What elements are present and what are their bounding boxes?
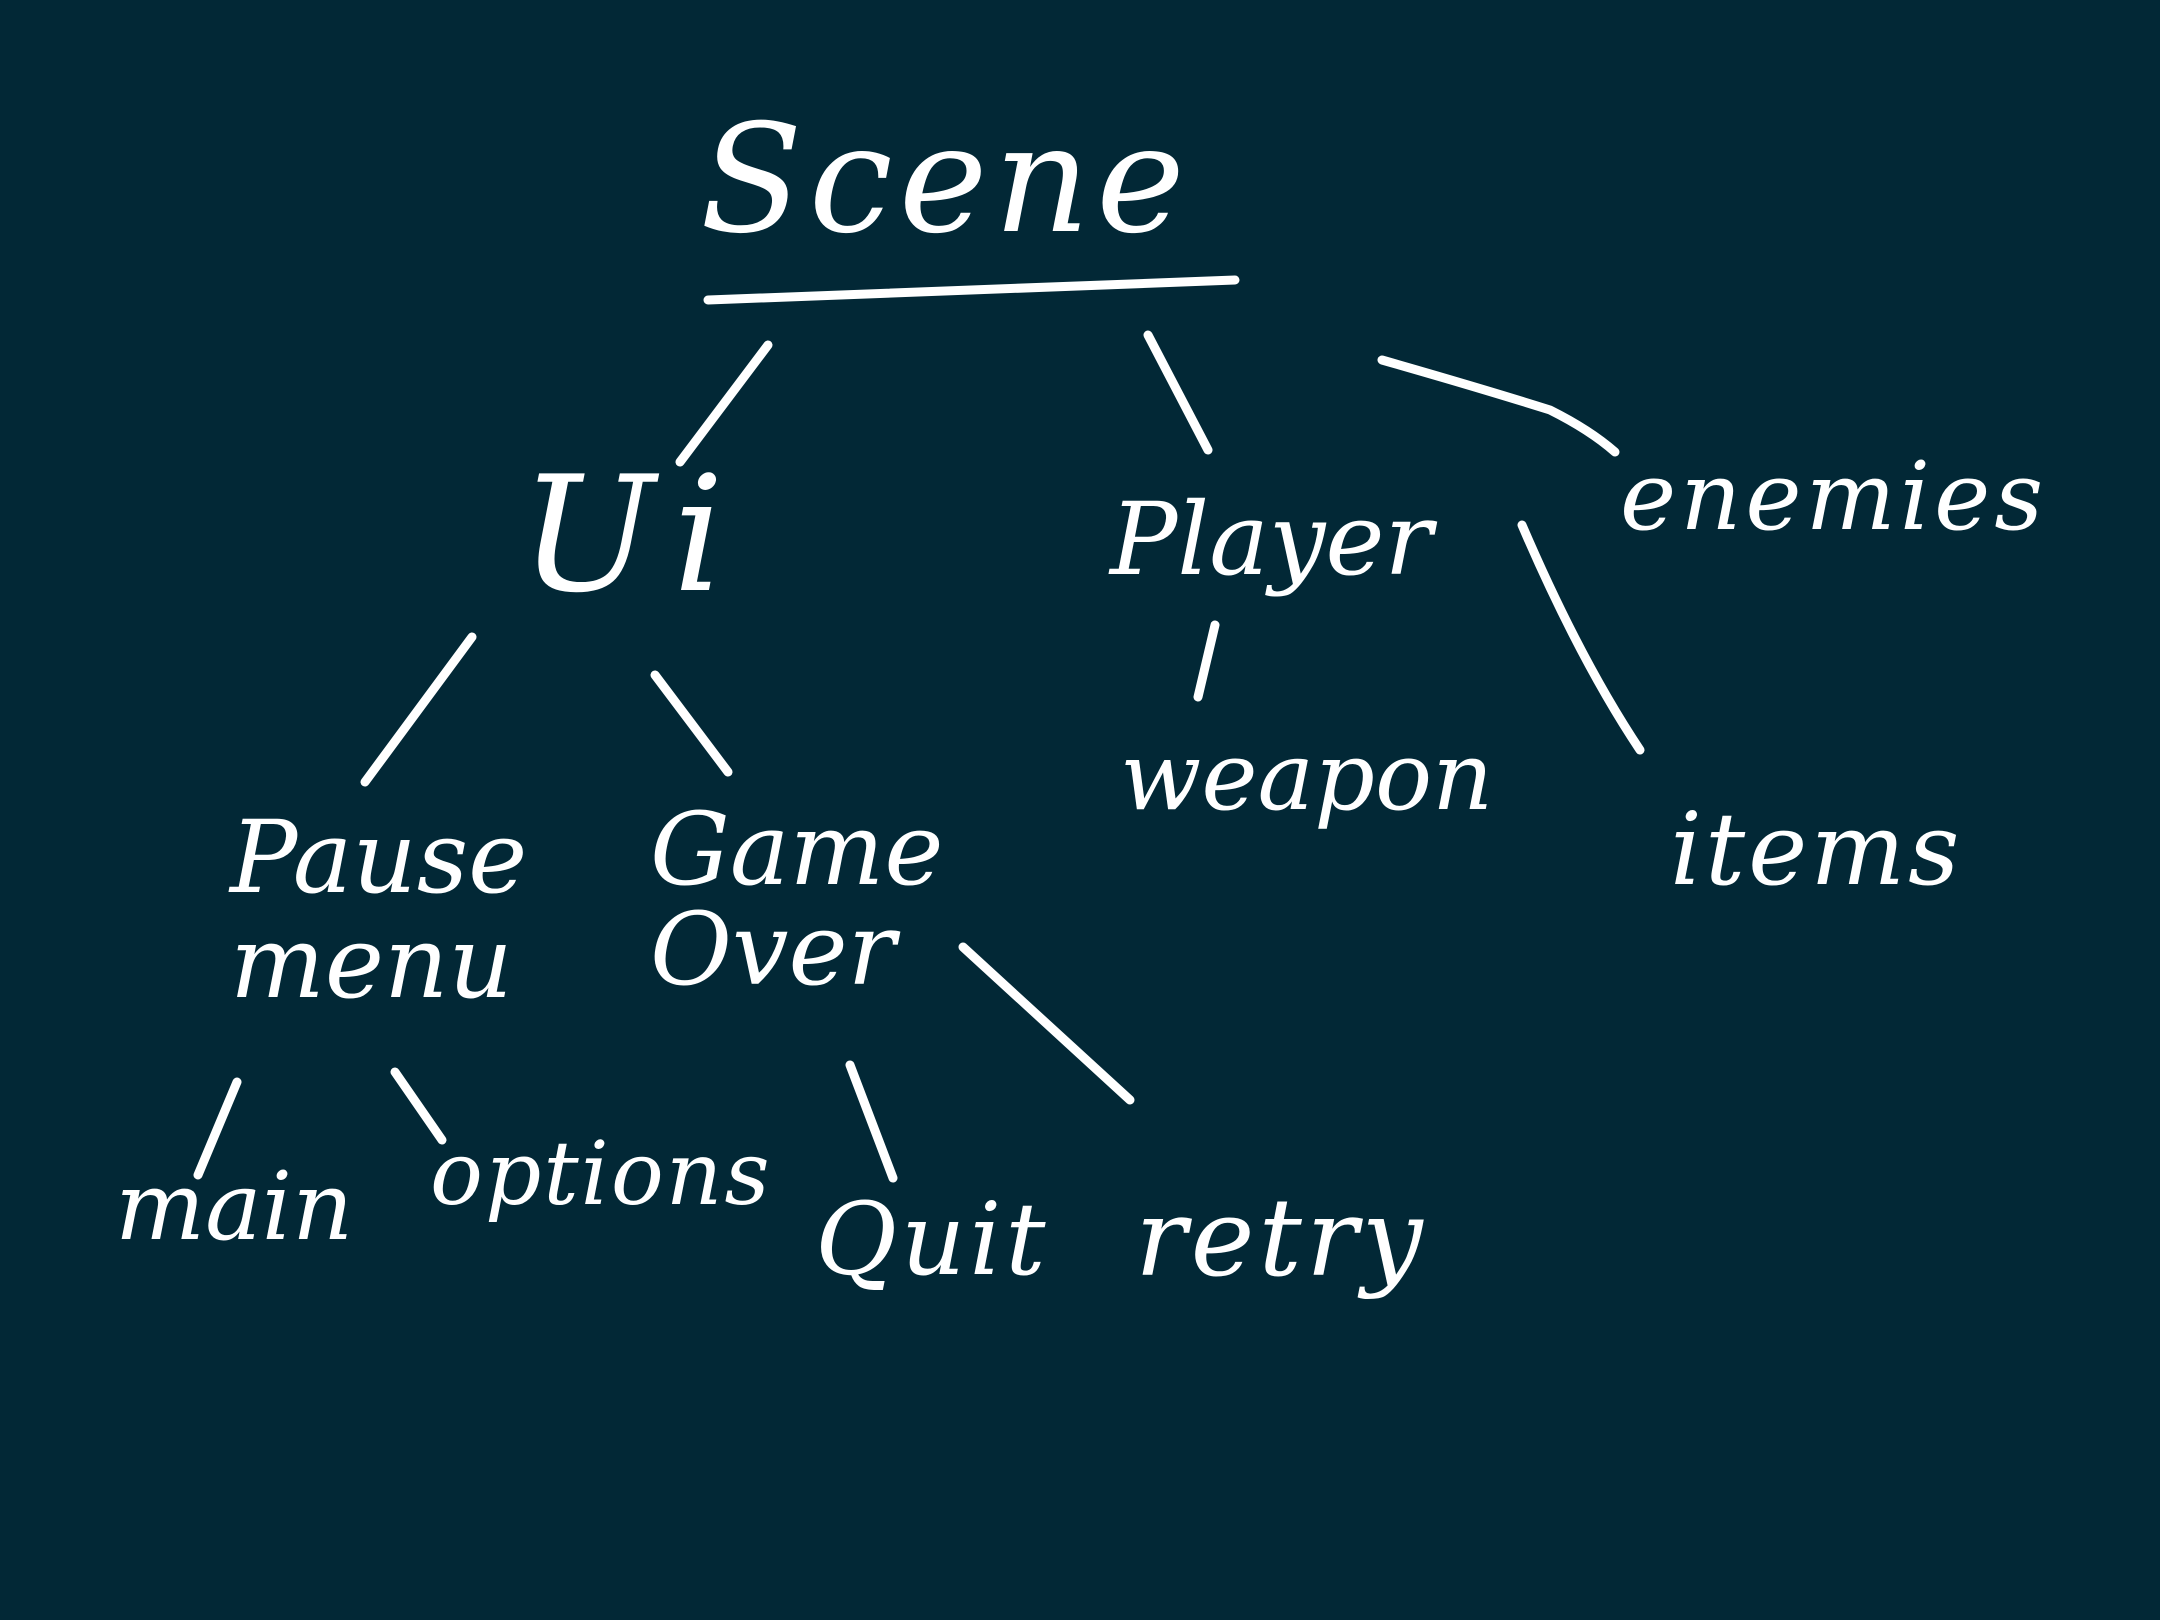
node-game-over: Game Over <box>650 800 944 1000</box>
edge-scene-ui <box>675 340 773 467</box>
node-ui: Ui <box>520 441 743 628</box>
edge-player-items <box>1517 520 1645 755</box>
node-player: Player <box>1110 481 1433 598</box>
node-pause-menu-line-1: Pause <box>230 799 528 916</box>
node-weapon: weapon <box>1120 722 1494 832</box>
edge-pause-main <box>193 1077 242 1180</box>
scene-underline <box>703 275 1240 305</box>
edge-scene-enemies <box>1377 355 1620 457</box>
edge-scene-player <box>1143 330 1213 455</box>
node-options: options <box>430 1122 772 1225</box>
edge-ui-pause-menu <box>360 632 477 787</box>
node-scene: Scene <box>700 93 1191 267</box>
edge-player-weapon <box>1193 620 1220 702</box>
node-enemies: enemies <box>1620 442 2048 552</box>
node-game-over-line-2: Over <box>650 891 896 1008</box>
node-pause-menu: Pause menu <box>230 805 527 1015</box>
node-quit: Quit <box>815 1181 1050 1298</box>
node-items: items <box>1670 791 1963 908</box>
edge-ui-game-over <box>650 670 733 777</box>
node-game-over-line-1: Game <box>650 791 944 908</box>
edge-gameover-retry <box>958 942 1135 1105</box>
node-pause-menu-line-2: menu <box>230 904 513 1021</box>
node-main: main <box>115 1152 354 1262</box>
edge-pause-options <box>390 1067 447 1145</box>
node-retry: retry <box>1135 1176 1427 1301</box>
edge-gameover-quit <box>845 1060 898 1183</box>
